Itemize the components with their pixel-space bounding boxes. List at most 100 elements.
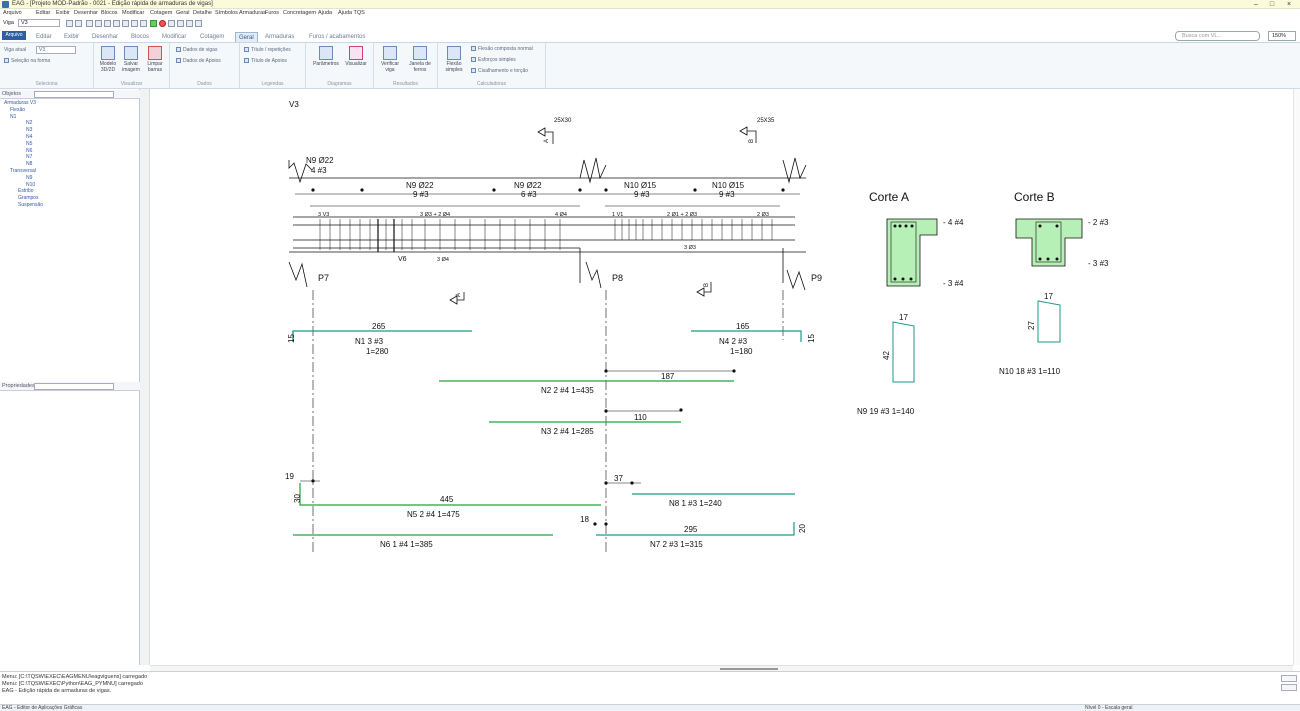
tab-blocos[interactable]: Blocos — [131, 34, 150, 40]
properties-filter[interactable] — [34, 383, 114, 390]
tree-item[interactable]: N1 — [10, 113, 17, 120]
menu-desenhar[interactable]: Desenhar — [74, 10, 98, 16]
tab-geral[interactable]: Geral — [235, 32, 258, 42]
stirrup-n9-height: 42 — [882, 351, 891, 360]
menu-ajuda-tqs[interactable]: Ajuda TQS — [338, 10, 365, 16]
stop-icon[interactable] — [159, 20, 166, 27]
tree-item[interactable]: N8 — [26, 161, 33, 168]
janela-ferros-button[interactable]: Janela de ferros — [406, 46, 434, 73]
console-copy-button[interactable] — [1281, 684, 1297, 691]
menu-arquivo[interactable]: Arquivo — [3, 10, 22, 16]
scroll-thumb[interactable] — [720, 668, 778, 670]
verificar-viga-button[interactable]: Verificar viga — [377, 46, 403, 73]
save-icon[interactable] — [168, 20, 175, 27]
tab-armaduras[interactable]: Armaduras — [265, 34, 295, 40]
titulo-repeticoes-button[interactable]: Título / repetições — [244, 47, 291, 53]
check-icon[interactable] — [150, 20, 157, 27]
tab-editar[interactable]: Editar — [36, 34, 52, 40]
tree-item[interactable]: N3 — [26, 127, 33, 134]
zoom-select[interactable]: 150% — [1268, 31, 1296, 41]
tree-item[interactable]: Flexão — [10, 106, 26, 113]
viga-selector[interactable]: V3 — [18, 19, 60, 27]
tree-item[interactable]: Suspensão — [18, 202, 44, 208]
titulo-apoios-button[interactable]: Título de Apoios — [244, 58, 287, 64]
flexao-simples-button[interactable]: Flexão simples — [441, 46, 467, 73]
dados-vigas-button[interactable]: Dados de vigas — [176, 47, 217, 53]
tree-item[interactable]: N2 — [26, 120, 33, 127]
objects-filter[interactable] — [34, 91, 114, 98]
stirrup-n9-width: 17 — [899, 313, 908, 322]
parametros-button[interactable]: Parâmetros — [312, 46, 340, 67]
undo-icon[interactable] — [66, 20, 73, 27]
tree-item[interactable]: Estribo — [18, 188, 34, 195]
limpar-barras-button[interactable]: Limpar barras — [144, 46, 166, 73]
stirrup-label-1b: 4 #3 — [311, 166, 327, 175]
menu-concretagem[interactable]: Concretagem — [283, 10, 317, 16]
menu-detalhe[interactable]: Detalhe — [193, 10, 212, 16]
properties-panel-header: Propriedades — [0, 382, 140, 391]
status-right: Nível 0 - Escala geral — [1085, 705, 1133, 711]
flexao-composta-button[interactable]: Flexão composta normal — [471, 46, 533, 52]
tree-item[interactable]: N6 — [26, 147, 33, 154]
dimension-dots — [311, 188, 785, 192]
copy-icon[interactable] — [95, 20, 102, 27]
group-label-dados: Dados — [197, 81, 212, 87]
stirrup-n10-label: N10 18 #3 1=110 — [999, 367, 1061, 376]
minimize-button[interactable]: – — [1254, 1, 1258, 8]
layer-icon[interactable] — [122, 20, 129, 27]
drawing-canvas[interactable]: V3 P7 P8 P9 25X30 25X35 A B A B N9 Ø22 4… — [150, 89, 1300, 665]
tab-modificar[interactable]: Modificar — [162, 34, 187, 40]
table-icon[interactable] — [131, 20, 138, 27]
menu-furos[interactable]: Furos — [265, 10, 280, 16]
horizontal-scrollbar[interactable] — [150, 665, 1293, 671]
corte-b-bottom-bars: - 3 #3 — [1088, 259, 1109, 268]
tree-item[interactable]: N10 — [26, 181, 36, 188]
group-label-calculadoras: Calculadoras — [476, 81, 507, 87]
tree-item[interactable]: Grampos — [18, 195, 39, 202]
console-clear-button[interactable] — [1281, 675, 1297, 682]
menu-cotagem[interactable]: Cotagem — [150, 10, 173, 16]
refresh-icon[interactable] — [140, 20, 147, 27]
grid-icon[interactable] — [113, 20, 120, 27]
menu-armaduras[interactable]: Armaduras — [239, 10, 266, 16]
tab-furos-acabamentos[interactable]: Furos / acabamentos — [309, 34, 366, 40]
menu-blocos[interactable]: Blocos — [101, 10, 118, 16]
tab-cotagem[interactable]: Cotagem — [200, 34, 225, 40]
dados-apoios-button[interactable]: Dados de Apoios — [176, 58, 221, 64]
tree-item[interactable]: N9 — [26, 174, 33, 181]
tree-item[interactable]: N5 — [26, 140, 33, 147]
bar-n7-len: 295 — [684, 525, 698, 534]
cisalhamento-torcao-button[interactable]: Cisalhamento e torção — [471, 68, 528, 74]
menu-geral[interactable]: Geral — [176, 10, 190, 16]
menu-ajuda[interactable]: Ajuda — [318, 10, 333, 16]
vertical-scrollbar[interactable] — [1293, 89, 1300, 665]
menu-exibir[interactable]: Exibir — [56, 10, 70, 16]
tree-item[interactable]: Transversal — [10, 168, 36, 174]
tab-exibir[interactable]: Exibir — [64, 34, 80, 40]
viga-atual-select[interactable]: V3 — [36, 46, 76, 54]
tree-item[interactable]: Armaduras V3 — [4, 100, 36, 106]
salvar-imagem-button[interactable]: Salvar imagem — [120, 46, 142, 73]
maximize-button[interactable]: □ — [1269, 1, 1275, 8]
paste-icon[interactable] — [104, 20, 111, 27]
print-icon[interactable] — [177, 20, 184, 27]
menu-editar[interactable]: Editar — [36, 10, 51, 16]
menu-simbolos[interactable]: Símbolos — [215, 10, 238, 16]
visualizar-diagrama-button[interactable]: Visualizar — [342, 46, 370, 67]
tree-item[interactable]: N7 — [26, 154, 33, 161]
console-line-3: EAG - Edição rápida de armaduras de viga… — [2, 688, 112, 694]
tab-desenhar[interactable]: Desenhar — [92, 34, 119, 40]
search-box[interactable]: Busca com VL... — [1175, 31, 1260, 41]
modelo-3d-button[interactable]: Modelo 3D/2D — [97, 46, 119, 73]
esforcos-simples-button[interactable]: Esforços simples — [471, 57, 516, 63]
menu-modificar[interactable]: Modificar — [122, 10, 145, 16]
tree-item[interactable]: N4 — [26, 134, 33, 140]
export-icon[interactable] — [186, 20, 193, 27]
open-icon[interactable] — [86, 20, 93, 27]
redo-icon[interactable] — [75, 20, 82, 27]
settings-icon[interactable] — [195, 20, 202, 27]
panel-splitter[interactable] — [140, 89, 150, 665]
close-button[interactable]: × — [1286, 1, 1292, 8]
selecao-forma-button[interactable]: Seleção na forma — [4, 58, 50, 64]
file-button[interactable]: Arquivo — [2, 31, 26, 40]
